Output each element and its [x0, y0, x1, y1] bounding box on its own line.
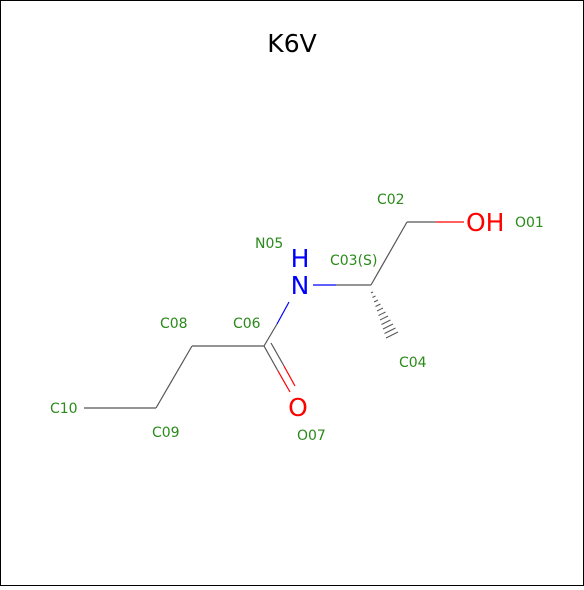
atom-symbol-o07: O — [288, 393, 308, 422]
bonds — [84, 221, 464, 409]
atom-tag-c03: C03(S) — [330, 253, 377, 269]
atom-tag-c08: C08 — [160, 316, 188, 332]
bond-c06-o07 — [263, 342, 296, 393]
bond-c03-c04-hashed — [370, 291, 399, 339]
atom-tag-c09: C09 — [152, 425, 180, 441]
bond-c03-c02 — [370, 221, 408, 286]
molecule-title: K6V — [267, 29, 316, 58]
atom-symbol-n05: N — [291, 271, 310, 300]
atom-tag-c02: C02 — [377, 192, 405, 208]
atom-tag-c04: C04 — [399, 355, 427, 371]
atom-symbol-o01: OH — [466, 208, 504, 237]
atom-tag-c06: C06 — [233, 316, 261, 332]
bond-c06-n05 — [263, 301, 290, 347]
atom-tag-c10: C10 — [50, 401, 78, 417]
bond-c09-c08 — [155, 345, 193, 409]
atom-hydrogen-n05: H — [291, 244, 310, 273]
atom-tag-o07: O07 — [297, 428, 326, 444]
atom-tag-n05: N05 — [255, 236, 283, 252]
atom-tag-o01: O01 — [515, 215, 544, 231]
